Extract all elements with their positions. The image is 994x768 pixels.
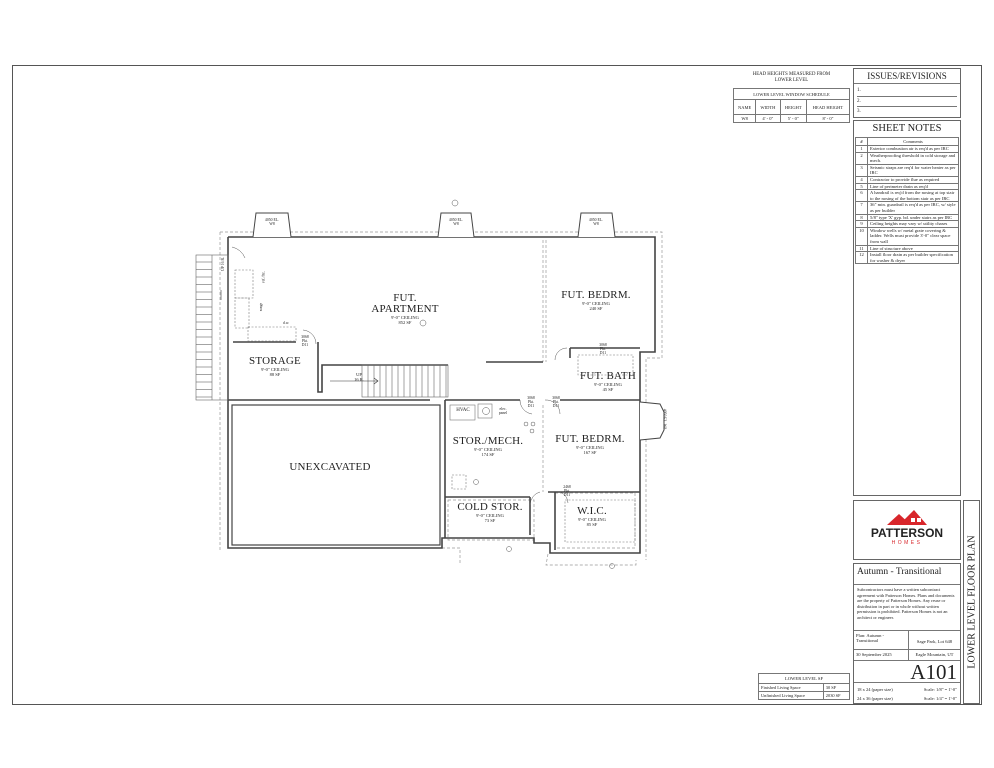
- walls: [227, 236, 656, 554]
- door-tag: 2468 Pkt. D11: [563, 485, 571, 497]
- logo-brand: PATTERSON: [870, 526, 944, 540]
- paper-size: 24 x 36 (paper size): [857, 696, 893, 701]
- note-number: 12: [855, 251, 868, 265]
- note-text: Install floor drain as per builder speci…: [867, 251, 959, 265]
- col-comments: Comments: [867, 137, 959, 146]
- title-block: Autumn - Transitional Subcontractors mus…: [853, 563, 961, 704]
- ref-label: ref./frz.: [261, 271, 266, 283]
- door-tag: 3068 Pkt. D11: [552, 396, 560, 408]
- scale: Scale: 1/4" = 1'-0": [923, 696, 957, 701]
- paper-size: 18 x 24 (paper size): [857, 687, 893, 692]
- cell: 8' - 0": [805, 114, 851, 123]
- room-fut-bedroom-1: FUT. BEDRM. 9'-0" CEILING 240 SF: [561, 289, 631, 311]
- sheet-number: A101: [854, 661, 960, 684]
- logo-sub: HOMES: [891, 540, 923, 546]
- sheet-notes-title: SHEET NOTES: [872, 123, 942, 134]
- elec-panel-label: elec. panel: [498, 407, 508, 415]
- fixtures: [234, 269, 636, 543]
- window-label: 4050 EL.W8: [264, 218, 280, 226]
- drawing-sheet: [12, 65, 982, 705]
- room-wic: W.I.C. 9'-0" CEILING 85 SF: [577, 505, 607, 527]
- room-unexcavated: UNEXCAVATED: [289, 461, 371, 473]
- window-wells: [252, 212, 665, 441]
- stair-up-label-2: UP 16 R.: [220, 257, 225, 271]
- door-tag: 3068 Pkt. D11: [599, 343, 607, 355]
- table-row: W8 4' - 0" 5' - 0" 8' - 0": [732, 114, 851, 123]
- lot-label: Sage Park, Lot 648: [916, 639, 953, 644]
- stairs: [195, 254, 449, 401]
- window-well: [437, 212, 475, 238]
- note-text: Window wells w/ metal grate covering & l…: [867, 226, 959, 246]
- note-text: 36" min. guardrail is req'd as per IRC, …: [867, 201, 959, 215]
- date-label: 30 September 2025: [854, 650, 909, 660]
- door-tag: 3068 Pkt. D11: [527, 396, 535, 408]
- cell: 2030 SF: [822, 691, 851, 700]
- window-label: 4050 EL. W8: [662, 408, 667, 430]
- plan-label: Plan: Autumn - Transitional: [854, 631, 909, 649]
- window-well: [252, 212, 292, 238]
- room-cold-storage: COLD STOR. 9'-0" CEILING 73 SF: [457, 501, 523, 523]
- revision-3: 3.: [857, 109, 861, 114]
- schedule-caption: HEAD HEIGHTS MEASURED FROM LOWER LEVEL: [752, 72, 831, 83]
- room-fut-bath: FUT. BATH 9'-0" CEILING 45 SF: [580, 370, 636, 392]
- room-fut-apartment: FUT. APARTMENT 9'-0" CEILING 852 SF: [371, 292, 439, 325]
- note-text: A handrail is req'd from the nosing at t…: [867, 189, 959, 203]
- room-stor-mech: STOR./MECH. 9'-0" CEILING 174 SF: [452, 435, 524, 457]
- note-tags: [419, 199, 615, 569]
- range-label: range: [259, 302, 264, 312]
- window-well: [639, 401, 665, 441]
- revision-2: 2.: [857, 97, 957, 107]
- sheet-title-strip: LOWER LEVEL FLOOR PLAN: [963, 500, 980, 704]
- hvac-label: HVAC: [456, 408, 470, 413]
- window-well: [577, 212, 616, 238]
- window-label: 4050 EL.W8: [588, 218, 604, 226]
- issues-title: ISSUES/REVISIONS: [854, 69, 960, 84]
- disclaimer: Subcontractors must have a written subco…: [854, 585, 960, 631]
- note-text: Weatherproofing threshold in cold storag…: [867, 151, 959, 165]
- city-label: Eagle Mountain, UT: [915, 652, 954, 657]
- note-text: Seismic straps are req'd for water heate…: [867, 163, 959, 177]
- window-schedule: HEAD HEIGHTS MEASURED FROM LOWER LEVEL L…: [732, 72, 851, 123]
- revision-1: 1.: [857, 86, 957, 97]
- scale: Scale: 1/8" = 1'-0": [923, 687, 957, 692]
- door-swings: [231, 246, 569, 506]
- plan-name: Autumn - Transitional: [854, 564, 960, 585]
- cell: 5' - 0": [779, 114, 807, 123]
- door-tag: 3068 Pkt. D11: [301, 335, 309, 347]
- room-storage: STORAGE 9'-0" CEILING 88 SF: [249, 355, 301, 377]
- window-label: 4050 EL.W8: [448, 218, 464, 226]
- room-fut-bedroom-2: FUT. BEDRM. 9'-0" CEILING 167 SF: [555, 433, 625, 455]
- logo-house-icon: [887, 510, 927, 525]
- dw-label: d.w.: [282, 321, 290, 325]
- issues-box: ISSUES/REVISIONS 1. 2. 3.: [853, 68, 961, 118]
- logo-box: PATTERSON HOMES: [853, 500, 961, 560]
